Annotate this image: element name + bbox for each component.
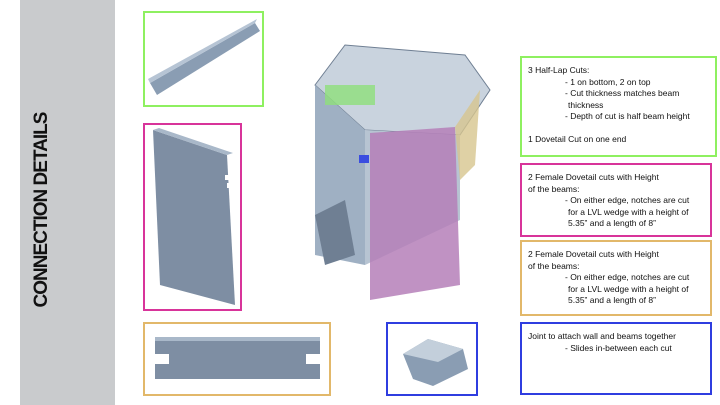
beam-side-image-frame <box>143 322 331 396</box>
wall-model <box>153 128 235 305</box>
note-wall-dovetail: 2 Female Dovetail cuts with Height of th… <box>520 163 712 237</box>
note-beam-dovetail: 2 Female Dovetail cuts with Height of th… <box>520 240 712 316</box>
note-heading: 2 Female Dovetail cuts with Height <box>528 172 659 182</box>
note-bullet: 5.35” and a length of 8” <box>568 218 656 228</box>
sidebar <box>20 0 115 405</box>
note-bullet: for a LVL wedge with a height of <box>568 206 689 217</box>
assembly-model <box>314 44 491 300</box>
beam-side-model <box>155 337 320 379</box>
note-heading: 3 Half-Lap Cuts: <box>528 65 590 75</box>
wall-image-frame <box>143 123 242 311</box>
note-bullet: 5.35” and a length of 8” <box>568 295 656 305</box>
note-bullet: thickness <box>568 99 604 110</box>
page-title: CONNECTION DETAILS <box>31 112 52 308</box>
beam-model <box>148 19 260 95</box>
joint-model <box>403 339 468 386</box>
note-bullet: - Slides in-between each cut <box>565 342 672 353</box>
note-footer: 1 Dovetail Cut on one end <box>528 133 627 144</box>
note-bullet: for a LVL wedge with a height of <box>568 283 689 294</box>
beam-image-frame <box>143 11 264 107</box>
note-heading: 2 Female Dovetail cuts with Height <box>528 249 659 259</box>
note-heading: of the beams: <box>528 183 580 194</box>
note-heading: of the beams: <box>528 260 580 271</box>
note-bullet: - On either edge, notches are cut <box>565 272 690 282</box>
note-bullet: - Cut thickness matches beam <box>565 88 680 98</box>
note-half-lap: 3 Half-Lap Cuts: - 1 on bottom, 2 on top… <box>520 56 717 157</box>
note-bullet: - On either edge, notches are cut <box>565 195 690 205</box>
joint-image-frame <box>386 322 478 396</box>
note-joint: Joint to attach wall and beams together … <box>520 322 712 395</box>
note-bullet: - Depth of cut is half beam height <box>565 111 690 121</box>
note-bullet: - 1 on bottom, 2 on top <box>565 76 651 87</box>
note-heading: Joint to attach wall and beams together <box>528 331 676 341</box>
